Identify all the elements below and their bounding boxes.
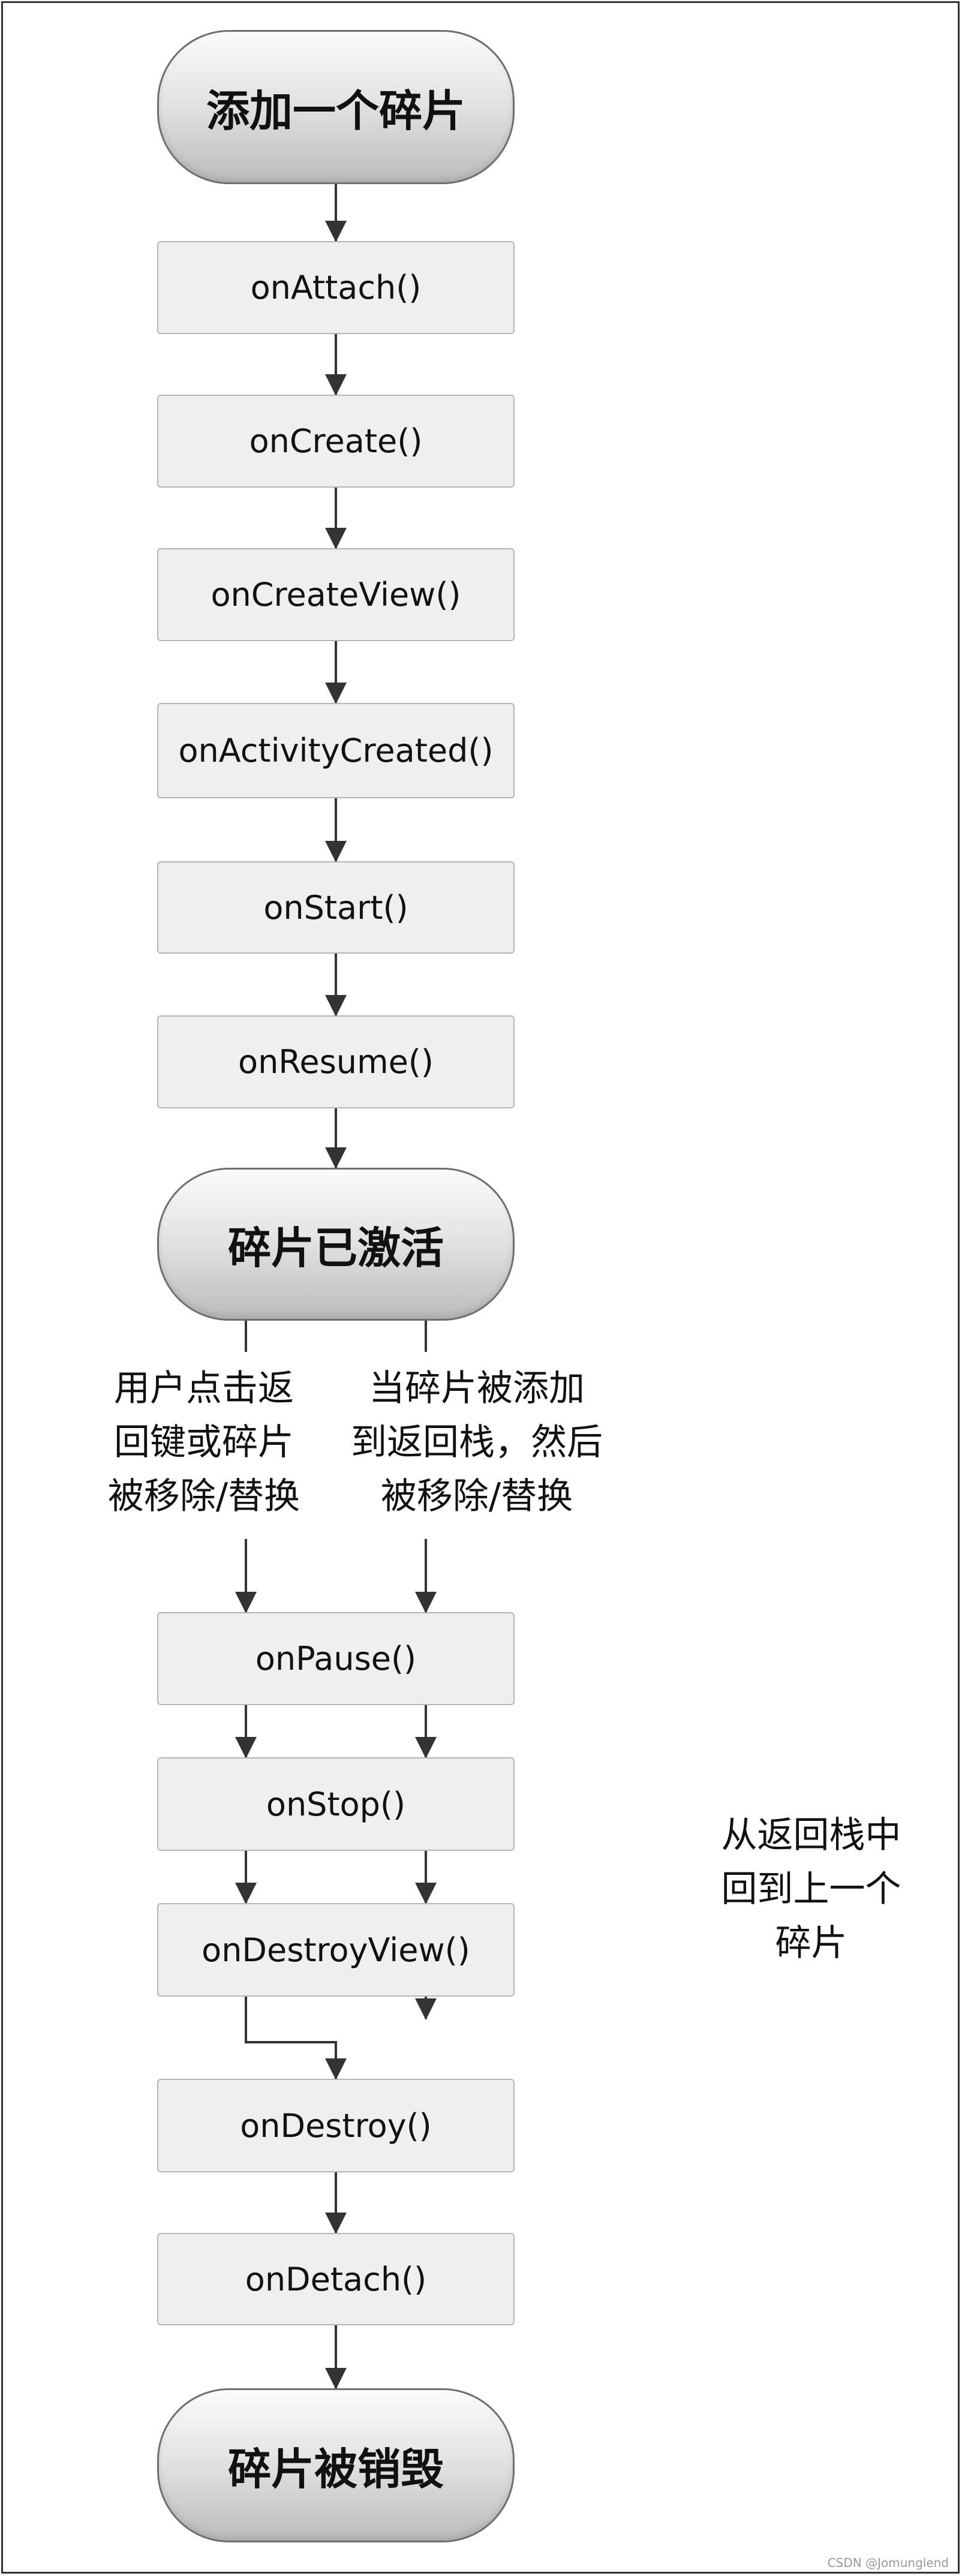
state-fragment-active: 碎片已激活	[157, 1168, 515, 1321]
callback-on-create-view: onCreateView()	[157, 548, 515, 641]
callback-on-stop: onStop()	[157, 1757, 515, 1851]
callback-on-pause: onPause()	[157, 1612, 515, 1705]
callback-on-destroy-view: onDestroyView()	[157, 1903, 515, 1997]
arrow-destroyview-to-destroy	[245, 1997, 347, 2080]
label-return-from-back-stack: 从返回栈中 回到上一个 碎片	[696, 1808, 927, 1970]
callback-on-start: onStart()	[157, 861, 515, 954]
watermark: CSDN @Jomunglend	[827, 2556, 949, 2570]
callback-on-activity-created: onActivityCreated()	[157, 703, 515, 798]
callback-on-detach: onDetach()	[157, 2233, 515, 2325]
callback-on-create: onCreate()	[157, 395, 515, 488]
callback-on-destroy: onDestroy()	[157, 2079, 515, 2172]
label-added-to-back-stack: 当碎片被添加 到返回栈，然后 被移除/替换	[351, 1367, 603, 1517]
callback-on-attach: onAttach()	[157, 241, 515, 334]
state-add-fragment: 添加一个碎片	[157, 30, 515, 184]
label-user-back-or-removed: 用户点击返 回键或碎片 被移除/替换	[107, 1367, 300, 1517]
state-fragment-destroyed: 碎片被销毁	[157, 2388, 515, 2542]
callback-on-resume: onResume()	[157, 1015, 515, 1108]
